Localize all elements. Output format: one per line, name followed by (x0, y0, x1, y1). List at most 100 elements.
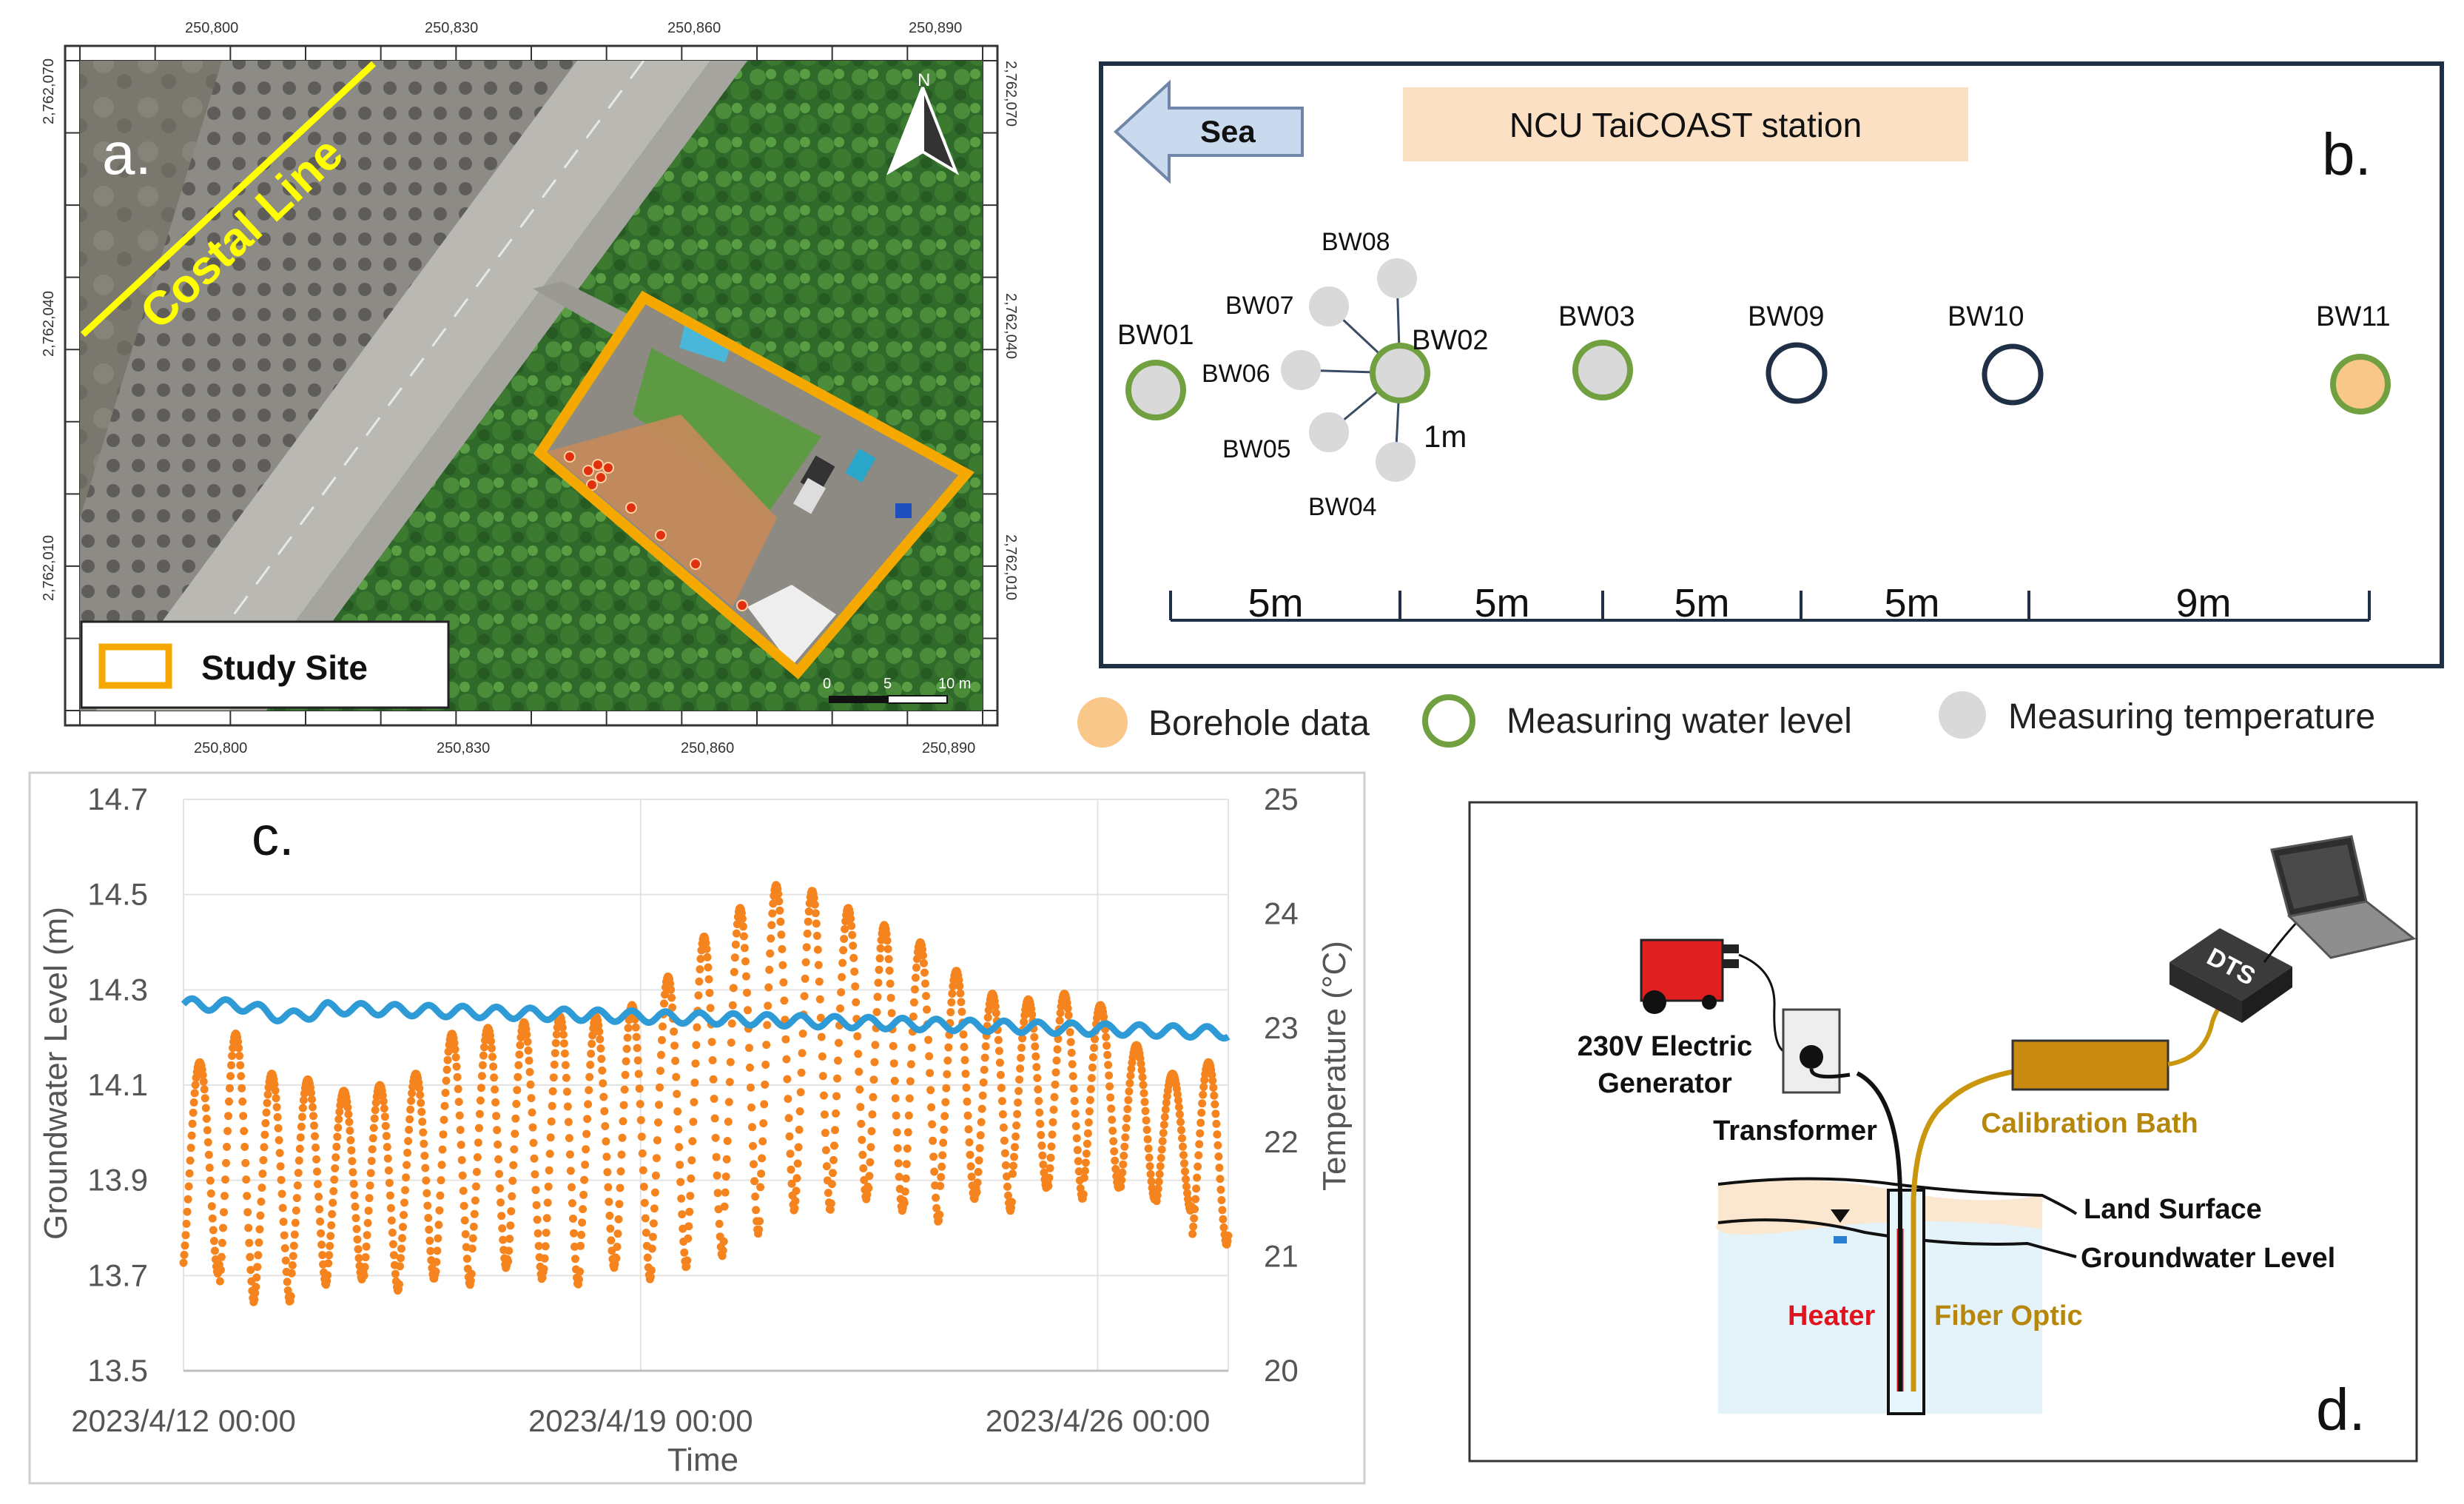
temperature-point (245, 1238, 254, 1247)
temperature-point (288, 1261, 297, 1269)
left-tick-label: 2,762,040 (41, 291, 57, 357)
temperature-point (405, 1115, 414, 1124)
temperature-point (963, 1097, 972, 1106)
temperature-point (419, 1128, 428, 1137)
well-bw03 (1572, 340, 1633, 400)
temperature-point (246, 1266, 255, 1275)
well-label-bw01: BW01 (1117, 320, 1194, 351)
temperature-point (1039, 1161, 1048, 1169)
temperature-point (666, 979, 675, 988)
temperature-point (286, 1292, 295, 1300)
temperature-point (540, 1254, 549, 1263)
temperature-point (787, 1179, 796, 1188)
temperature-point (511, 1129, 519, 1138)
temperature-point (640, 1198, 649, 1207)
temperature-point (639, 1166, 647, 1175)
temperature-point (226, 1072, 235, 1081)
temperature-point (415, 1084, 424, 1092)
temperature-point (1214, 1141, 1222, 1149)
temperature-point (236, 1061, 245, 1070)
temperature-point (595, 1027, 604, 1036)
temperature-point (1196, 1129, 1205, 1138)
temperature-point (205, 1164, 214, 1172)
temperature-point (388, 1240, 397, 1249)
temperature-point (750, 1177, 759, 1186)
top-tick-label: 250,860 (667, 20, 721, 36)
temperature-point (432, 1258, 441, 1266)
temperature-point (997, 1084, 1006, 1092)
study-site-swatch (98, 643, 172, 689)
temperature-point (472, 1167, 481, 1176)
temperature-point (859, 1164, 868, 1172)
temperature-point (832, 1109, 840, 1118)
temperature-point (1137, 1059, 1145, 1068)
temperature-point (875, 965, 883, 974)
temperature-point (723, 1137, 732, 1145)
temperature-point (980, 1053, 989, 1062)
temperature-point (1070, 1097, 1079, 1105)
sensor-bw05 (1309, 412, 1349, 452)
temperature-point (599, 1079, 607, 1088)
temperature-point (676, 1178, 685, 1186)
temperature-point (742, 972, 750, 981)
temperature-point (1051, 1068, 1060, 1077)
temperature-point (558, 1023, 567, 1032)
temperature-point (1118, 1168, 1127, 1177)
temperature-point (325, 1251, 334, 1260)
temperature-point (347, 1146, 356, 1155)
temperature-point (1178, 1134, 1186, 1143)
temperature-point (1067, 1048, 1076, 1057)
temperature-point (764, 1001, 772, 1010)
temperature-point (903, 1144, 912, 1153)
radius-label: 1m (1424, 419, 1467, 454)
temperature-point (443, 1055, 452, 1064)
temperature-point (779, 978, 788, 987)
temperature-point (848, 930, 857, 939)
temperature-point (649, 1219, 658, 1228)
temperature-point (928, 1120, 937, 1129)
temperature-point (1010, 1152, 1018, 1161)
wells (1125, 258, 2391, 482)
temperature-point (224, 1112, 232, 1121)
temperature-point (631, 1023, 640, 1032)
temperature-point (215, 1277, 224, 1286)
temperature-point (491, 1085, 499, 1094)
temperature-point (752, 1206, 761, 1215)
temperature-point (1193, 1173, 1202, 1182)
temperature-point (289, 1252, 297, 1260)
borehole-casing (1887, 1189, 1925, 1415)
temperature-point (209, 1237, 218, 1246)
temperature-point (743, 988, 751, 997)
temperature-point (946, 1008, 955, 1016)
temperature-point (252, 1273, 261, 1282)
temperature-point (730, 967, 738, 976)
temperature-point (935, 1216, 943, 1225)
transformer-label: Transformer (1713, 1115, 1877, 1147)
temperature-point (1117, 1175, 1126, 1184)
temperature-point (975, 1144, 984, 1152)
panel-b-layout: Sea NCU TaiCOAST station b. (1099, 61, 2444, 668)
right-tick-label: 2,762,010 (1003, 534, 1019, 600)
temperature-point (576, 1267, 585, 1276)
temperature-point (1140, 1089, 1148, 1098)
temperature-point (437, 1176, 445, 1185)
temperature-point (696, 955, 705, 963)
temperature-point (275, 1136, 283, 1144)
y2-tick-label: 20 (1264, 1353, 1299, 1388)
temperature-point (296, 1133, 305, 1142)
temperature-point (821, 1129, 829, 1138)
temperature-point (360, 1263, 369, 1272)
panel-d-label: d. (2316, 1377, 2366, 1443)
temperature-point (251, 1289, 260, 1297)
sensor-bw07 (1309, 286, 1349, 326)
temperature-point (476, 1096, 485, 1105)
temperature-point (209, 1226, 218, 1235)
transformer-icon (1782, 1008, 1851, 1094)
temperature-point (886, 979, 895, 988)
temperature-point (1080, 1166, 1089, 1175)
calibration-bath (2011, 1039, 2170, 1091)
temperature-point (637, 1132, 646, 1141)
temperature-point (417, 1098, 425, 1107)
temperature-point (559, 1039, 568, 1048)
temperature-point (188, 1119, 197, 1128)
